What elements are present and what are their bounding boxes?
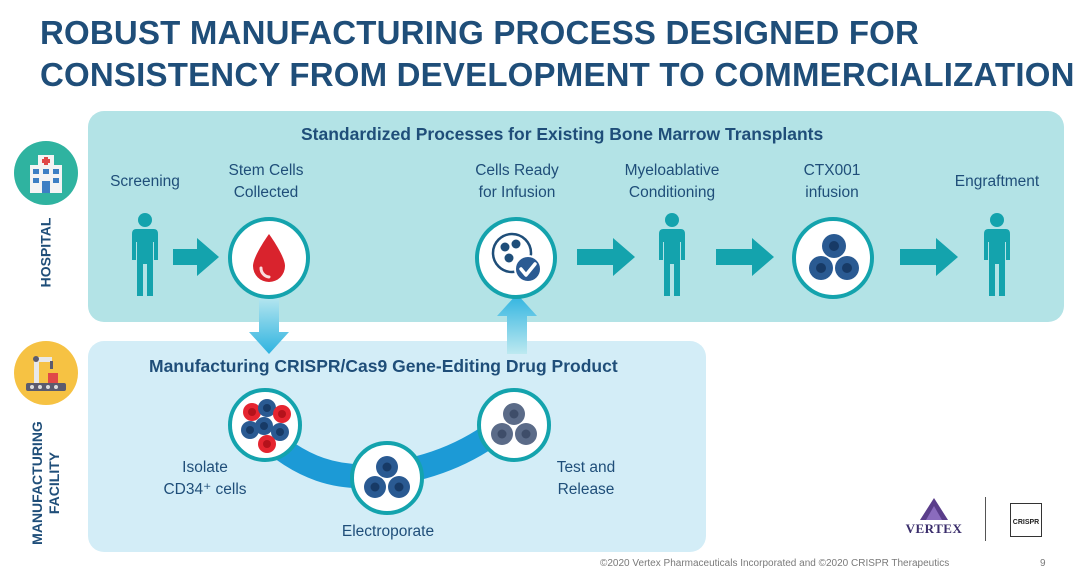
title-line-1: ROBUST MANUFACTURING PROCESS DESIGNED FO… bbox=[40, 14, 920, 51]
step-label-screening: Screening bbox=[110, 173, 180, 190]
step-label-electroporate: Electroporate bbox=[341, 523, 435, 540]
step-label-cells-ready: Cells Ready for Infusion bbox=[458, 160, 576, 204]
step-label-cells-ready-line-1: Cells Ready bbox=[475, 162, 559, 179]
ctx001-infusion-circle bbox=[792, 217, 874, 299]
step-label-test-release-line-1: Test and bbox=[556, 459, 616, 476]
arrow-up-icon bbox=[497, 294, 537, 354]
step-label-ctx001-line-1: CTX001 bbox=[803, 162, 861, 179]
page-title: ROBUST MANUFACTURING PROCESS DESIGNED FO… bbox=[40, 12, 1075, 96]
patient-figure-icon bbox=[132, 213, 158, 296]
tested-cells-icon bbox=[491, 403, 537, 445]
vertex-triangle-icon bbox=[920, 498, 948, 520]
crispr-logo-text: CRISPR bbox=[1012, 519, 1040, 526]
step-label-isolate: Isolate CD34⁺ cells bbox=[150, 457, 260, 501]
step-label-ctx001: CTX001 infusion bbox=[776, 160, 888, 204]
patient-figure-icon bbox=[984, 213, 1010, 296]
page-number: 9 bbox=[1040, 558, 1046, 569]
copyright-footer: ©2020 Vertex Pharmaceuticals Incorporate… bbox=[600, 558, 950, 569]
patient-figure-icon bbox=[659, 213, 685, 296]
cells-ready-check-icon bbox=[491, 232, 542, 283]
step-label-myeloablative: Myeloablative Conditioning bbox=[606, 160, 738, 204]
step-label-ctx001-line-2: infusion bbox=[805, 184, 859, 201]
edited-cells-icon bbox=[809, 234, 859, 280]
manufacturing-side-label-line-1: MANUFACTURING bbox=[29, 421, 45, 545]
hospital-building-icon bbox=[14, 141, 78, 205]
step-label-test-release: Test and Release bbox=[532, 457, 640, 501]
step-label-cells-ready-line-2: for Infusion bbox=[478, 184, 556, 201]
step-label-stem-cells: Stem Cells Collected bbox=[210, 160, 322, 204]
step-label-engraftment: Engraftment bbox=[954, 173, 1040, 190]
arrow-right-icon bbox=[900, 238, 958, 276]
crispr-logo bbox=[1010, 503, 1042, 537]
test-release-circle bbox=[477, 388, 551, 462]
step-label-isolate-line-1: Isolate bbox=[182, 459, 228, 476]
manufacturing-side-label-line-2: FACILITY bbox=[46, 451, 62, 515]
arrow-down-icon bbox=[249, 294, 289, 354]
step-label-stem-cells-line-1: Stem Cells bbox=[228, 162, 304, 179]
step-label-myeloablative-line-1: Myeloablative bbox=[624, 162, 720, 179]
step-label-test-release-line-2: Release bbox=[557, 481, 615, 498]
step-label-isolate-line-2: CD34⁺ cells bbox=[163, 481, 247, 498]
blood-drop-icon bbox=[253, 234, 285, 282]
factory-robot-icon bbox=[14, 341, 78, 405]
step-label-stem-cells-line-2: Collected bbox=[233, 184, 299, 201]
hospital-panel-title: Standardized Processes for Existing Bone… bbox=[301, 124, 824, 144]
manufacturing-panel-title: Manufacturing CRISPR/Cas9 Gene-Editing D… bbox=[149, 356, 618, 376]
logo-divider bbox=[985, 497, 986, 541]
hospital-side-label: HOSPITAL bbox=[37, 217, 54, 288]
arrow-right-icon bbox=[173, 238, 219, 276]
cells-ready-circle bbox=[475, 217, 557, 299]
step-label-myeloablative-line-2: Conditioning bbox=[628, 184, 716, 201]
title-line-2: CONSISTENCY FROM DEVELOPMENT TO COMMERCI… bbox=[40, 56, 1075, 93]
electroporated-cells-icon bbox=[364, 456, 410, 498]
manufacturing-side-label: MANUFACTURING FACILITY bbox=[29, 413, 63, 553]
arrow-right-icon bbox=[716, 238, 774, 276]
mixed-cells-icon bbox=[241, 399, 291, 453]
vertex-logo-text: VERTEX bbox=[905, 521, 963, 536]
vertex-logo: VERTEX bbox=[896, 496, 972, 538]
arrow-right-icon bbox=[577, 238, 635, 276]
